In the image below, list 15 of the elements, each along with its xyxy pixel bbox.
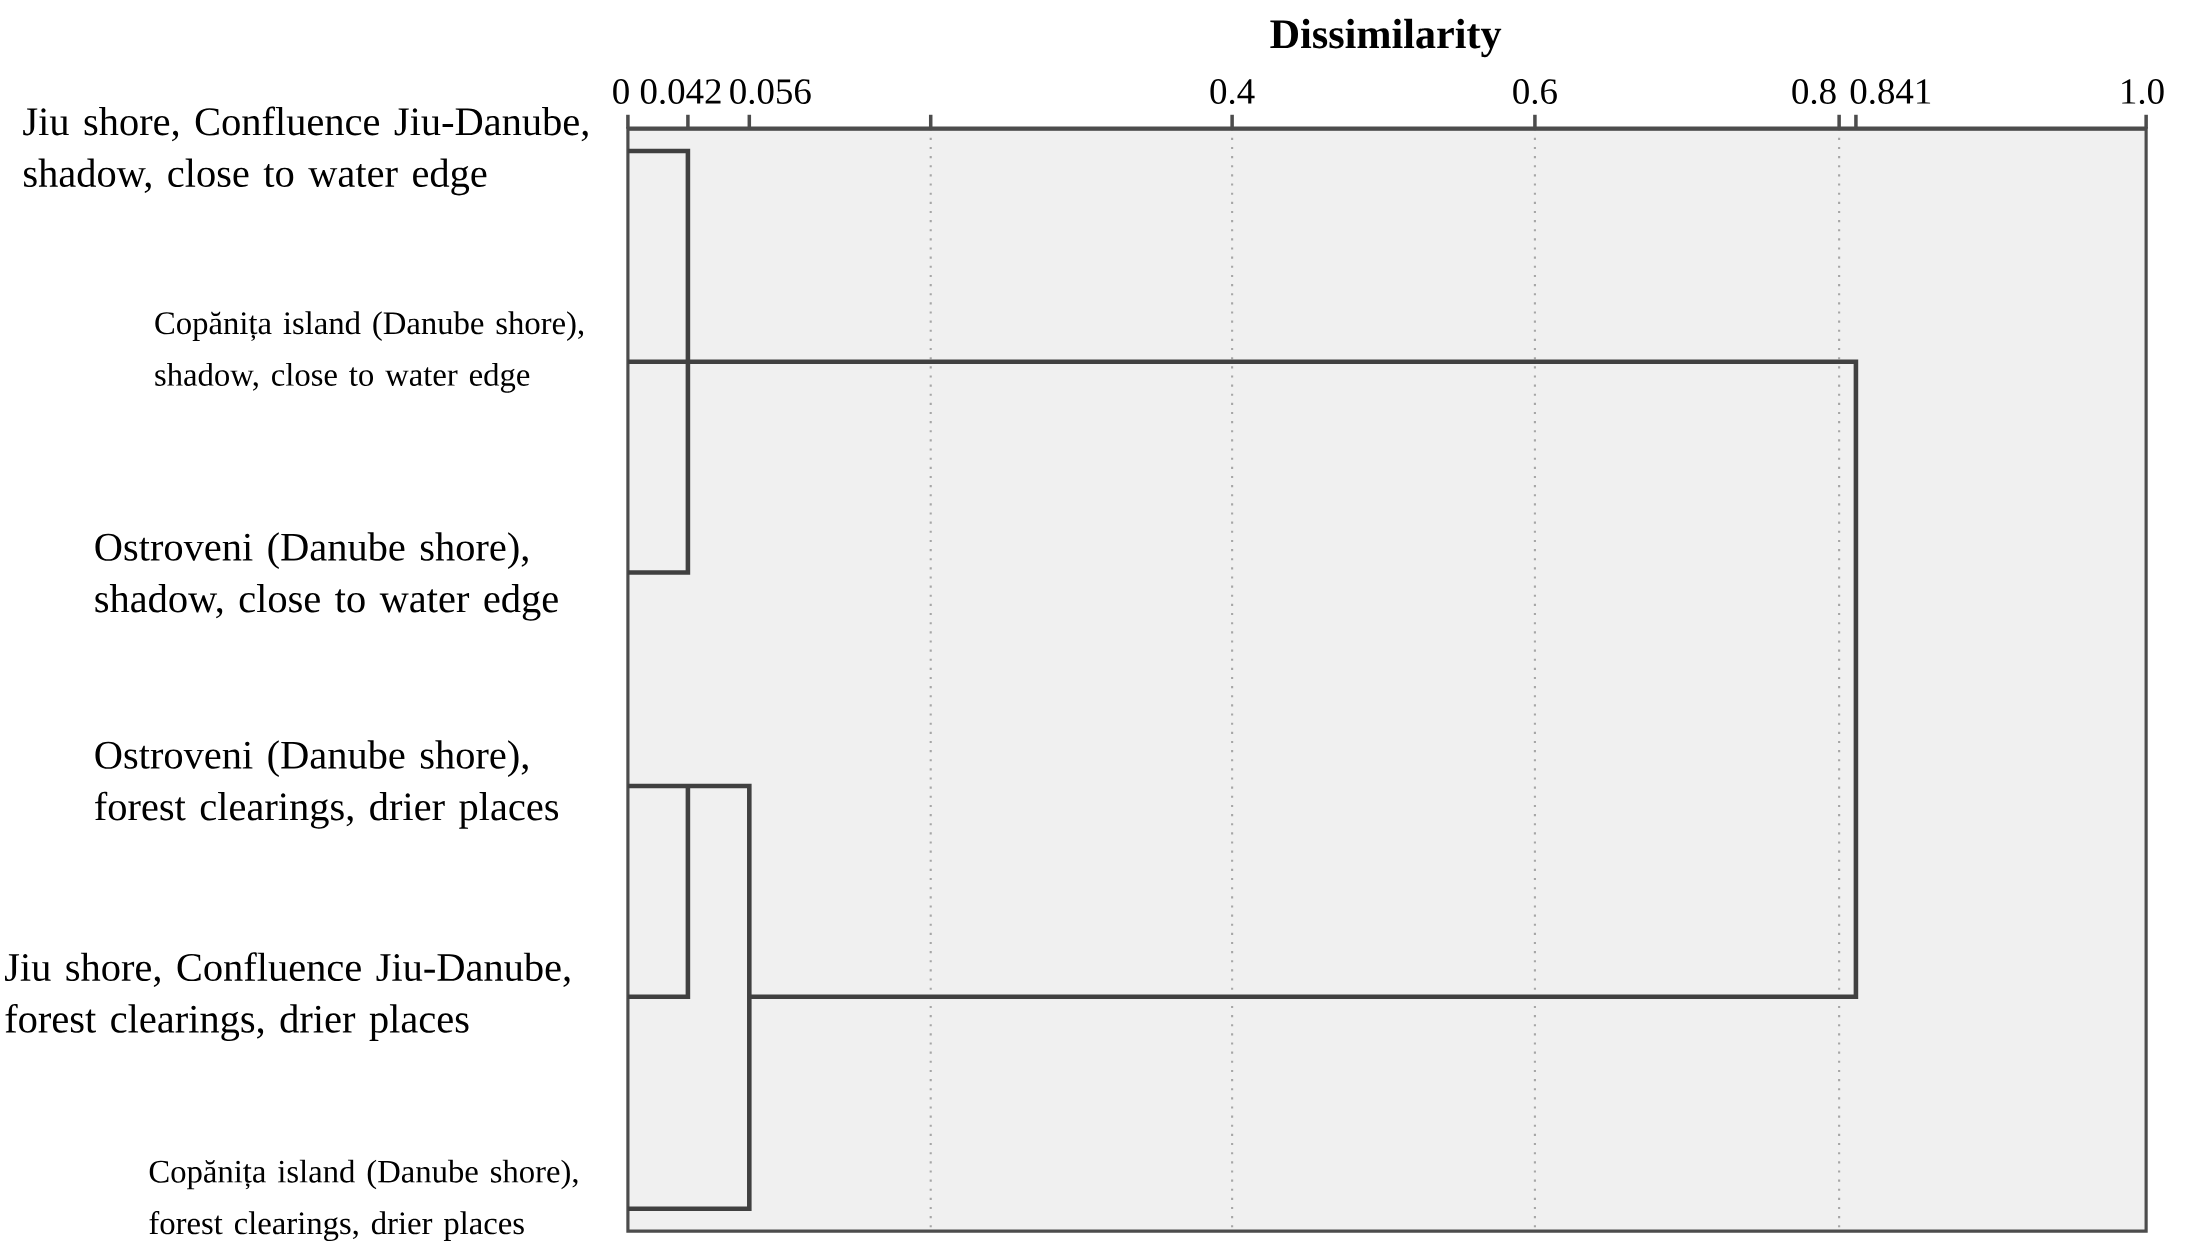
tick-label: 0.841 (1850, 79, 1931, 105)
tick-label: 0.042 (640, 79, 721, 105)
tick-label: 0.4 (1210, 79, 1255, 105)
tick-label: 0.8 (1792, 79, 1836, 105)
leaf-label: Copănița island (Danube shore), forest clearings, drier places (149, 1159, 578, 1242)
tick-label: 0.6 (1513, 79, 1557, 105)
leaf-label: Copănița island (Danube shore), shadow, close to water edge (155, 311, 584, 393)
leaf-label: Jiu shore, Confluence Jiu-Danube, forest clearings, drier places (5, 952, 570, 1042)
leaf-label: Ostroveni (Danube shore), shadow, close to water edge (95, 532, 558, 621)
leaf-label: Jiu shore, Confluence Jiu-Danube, shadow, close to water edge (23, 106, 588, 196)
tick-label: 0 (613, 79, 629, 104)
leaf-label: Ostroveni (Danube shore), forest clearings, drier places (95, 740, 559, 829)
axis-title: Dissimilarity (1270, 18, 1502, 58)
tick-label: 1.0 (2122, 79, 2164, 105)
tick-label: 0.056 (730, 79, 811, 105)
